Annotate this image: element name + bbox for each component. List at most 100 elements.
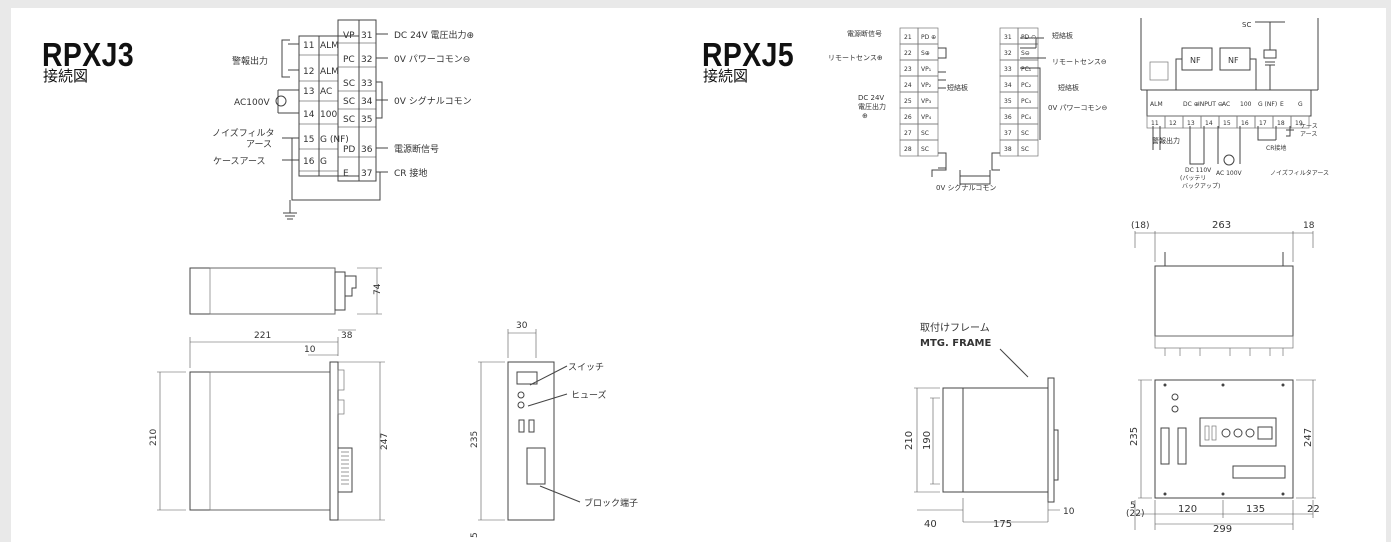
conn-num: 23 [904,66,912,73]
r-term-num: 35 [361,115,372,125]
r-term-label: PC [343,55,355,65]
rpxj5-front-view: 235 247 5 (22) 120 135 22 299 [1126,379,1320,535]
l-term-label: G [320,157,327,167]
label-0v-signal-common: 0V シグナルコモン [394,95,472,107]
conn-num: 27 [904,130,912,137]
subtitle-rpxj5: 接続図 [703,67,749,85]
dim-135: 135 [1246,504,1265,515]
conn-num: 28 [904,146,912,153]
l-term-num: 16 [303,157,315,167]
r-label-short-bar-3: 短絡板 [1058,83,1079,92]
subtitle-rpxj3: 接続図 [43,67,89,85]
tb-num: 15 [1223,120,1231,127]
dim-40: 40 [924,519,937,530]
r-label-dc24v-2: 電圧出力 [858,102,886,111]
r-label-dc24v-3: ⊕ [862,112,868,120]
r-case-earth-2: アース [1300,131,1317,138]
l-term-num: 14 [303,110,315,120]
title-rpxj5: RPXJ5 [702,36,795,73]
dim-210-r: 210 [904,431,915,450]
r-label-dc24v-1: DC 24V [858,94,884,102]
dim-10: 10 [304,345,316,355]
dim-74: 74 [373,283,383,295]
conn-num: 26 [904,114,912,121]
tb-header: 100 [1240,101,1252,108]
r-cr-ground: CR接地 [1266,144,1286,152]
l-term-label: ALM [320,67,339,77]
dim-22r: 22 [1307,504,1320,515]
dim-247: 247 [380,433,390,450]
tb-num: 19 [1295,120,1303,127]
dim-235: 235 [470,431,480,448]
conn-num: 34 [1004,82,1012,89]
rpxj3-top-view: 74 [189,267,383,315]
r-sc: SC [1242,21,1251,29]
l-term-num: 15 [303,135,314,145]
tb-num: 12 [1169,120,1177,127]
tb-header: G [1298,101,1303,108]
tb-num: 18 [1277,120,1285,127]
label-0v-power-common: 0V パワーコモン⊖ [394,54,470,65]
r-term-label: SC [343,79,355,89]
r-label-0v-power-common: 0V パワーコモン⊖ [1048,104,1107,112]
r-dc110v: DC 110V [1185,167,1212,174]
r-label-short-bar-2: 短絡板 [1052,31,1073,40]
conn-num: 38 [1004,146,1012,153]
dim-190: 190 [922,431,933,450]
tb-num: 17 [1259,120,1267,127]
dim-221: 221 [254,331,271,341]
conn-label: SC [921,130,929,137]
r-term-label: E [343,169,349,179]
dim-247-r: 247 [1303,428,1314,447]
tb-header: G (NF) [1258,101,1277,108]
r-label-0v-signal-common: 0V シグナルコモン [936,183,996,192]
label-cr-ground: CR 接地 [394,167,427,179]
conn-label: SC [1021,146,1029,153]
tb-header: ALM [1150,101,1163,108]
conn-label: PD ⊕ [921,34,936,41]
drawing-sheet [11,8,1386,542]
r-label-remote-sense-minus: リモートセンス⊖ [1052,58,1107,66]
l-term-num: 12 [303,67,314,77]
dim-5: 5 [470,532,480,538]
conn-num: 33 [1004,66,1012,73]
r-term-num: 32 [361,55,372,65]
label-power-fail: 電源断信号 [394,143,439,155]
label-block-terminal: ブロック端子 [584,497,638,509]
tb-num: 13 [1187,120,1195,127]
r-label-power-fail: 電源断信号 [847,29,882,38]
conn-label: VP₁ [921,66,932,73]
dim-10-r: 10 [1063,507,1075,517]
dim-18l: (18) [1131,221,1149,231]
dim-235-r: 235 [1129,427,1140,446]
rpxj5-side-view: 取付けフレーム MTG. FRAME 210 190 40 175 10 [904,321,1075,530]
conn-num: 37 [1004,130,1012,137]
conn-num: 36 [1004,114,1012,121]
conn-label: PC₄ [1021,114,1032,121]
tb-header: DC ⊕ [1183,101,1199,108]
r-battery-1: (バッテリ [1180,175,1206,182]
r-term-label: SC [343,115,355,125]
conn-label: S⊕ [921,50,930,57]
dim-18r: 18 [1303,221,1315,231]
dim-38: 38 [341,331,353,341]
conn-label: VP₄ [921,114,932,121]
label-switch: スイッチ [568,362,604,373]
dim-299: 299 [1213,524,1232,535]
tb-num: 16 [1241,120,1249,127]
label-alarm-output: 警報出力 [232,55,268,67]
label-case-earth: ケースアース [213,156,266,167]
r-term-num: 31 [361,31,372,41]
r-term-label: SC [343,97,355,107]
conn-label: PC₃ [1021,98,1032,105]
conn-num: 32 [1004,50,1012,57]
r-nf-2: NF [1228,56,1239,65]
l-term-label: ALM [320,41,339,51]
l-term-label: 100 [320,110,337,120]
label-mtg-frame-en: MTG. FRAME [920,338,991,349]
tb-header: E [1280,101,1284,108]
conn-num: 35 [1004,98,1012,105]
label-noise-filter-2: アース [246,140,272,150]
